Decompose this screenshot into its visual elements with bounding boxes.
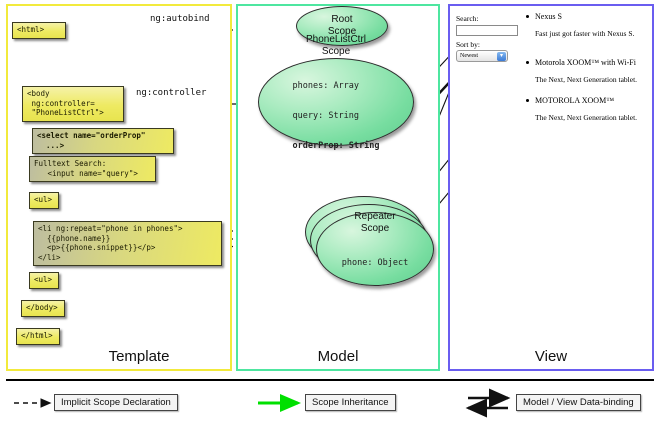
root-scope-title-line2: Scope <box>327 26 357 37</box>
code-box-ul-close: <ul> <box>29 272 59 289</box>
phonelistctrl-scope-node[interactable]: PhoneListCtrl Scope phones: Array query:… <box>258 34 414 151</box>
legend-item-data-binding: Model / View Data-binding <box>516 394 641 411</box>
phonelist-scope-prop-orderprop: orderProp: String <box>292 140 380 151</box>
bullet-icon <box>526 99 529 102</box>
list-item[interactable]: Motorola XOOM™ with Wi-Fi The Next, Next… <box>526 58 638 84</box>
model-column-label: Model <box>317 348 359 365</box>
search-input[interactable] <box>456 25 518 36</box>
list-item[interactable]: MOTOROLA XOOM™ The Next, Next Generation… <box>526 96 638 122</box>
bullet-icon <box>526 15 529 18</box>
repeater-scope-prop-phone: phone: Object <box>341 257 409 268</box>
repeater-scope-title-line2: Scope <box>360 222 390 234</box>
template-column-label: Template <box>108 348 170 365</box>
code-box-fulltext-search: Fulltext Search: <input name="query"> <box>29 156 156 182</box>
sort-by-selected-value: Newest <box>460 53 478 59</box>
phonelist-scope-prop-query: query: String <box>292 110 360 121</box>
edge-label-ng-controller: ng:controller <box>136 88 207 98</box>
repeater-scope-title-line1: Repeater <box>354 210 396 222</box>
code-box-body-open: <body ng:controller= "PhoneListCtrl"> <box>22 86 124 122</box>
view-column-label: View <box>534 348 568 365</box>
phone-snippet: Fast just got faster with Nexus S. <box>535 29 635 38</box>
phonelist-scope-title-line2: Scope <box>321 45 351 57</box>
list-item[interactable]: Nexus S Fast just got faster with Nexus … <box>526 12 635 38</box>
legend-divider <box>6 379 654 381</box>
sort-by-label: Sort by: <box>456 40 480 49</box>
root-scope-title-line1: Root <box>331 14 353 25</box>
code-box-html-close: </html> <box>16 328 60 345</box>
bullet-icon <box>526 61 529 64</box>
legend-item-scope-inheritance: Scope Inheritance <box>305 394 396 411</box>
legend-item-implicit-scope: Implicit Scope Declaration <box>54 394 178 411</box>
code-box-ul-open: <ul> <box>29 192 59 209</box>
sort-by-select[interactable]: Newest ▾ <box>456 50 508 62</box>
code-box-select: <select name="orderProp" ...> <box>32 128 174 154</box>
phone-snippet: The Next, Next Generation tablet. <box>535 113 638 122</box>
phonelist-scope-prop-phones: phones: Array <box>292 80 360 91</box>
root-scope-node[interactable]: Root Scope <box>296 6 388 46</box>
phone-name: Nexus S <box>526 12 634 21</box>
phone-name: Motorola XOOM™ with Wi-Fi <box>526 58 637 67</box>
edge-label-ng-autobind: ng:autobind <box>150 14 210 24</box>
code-box-body-close: </body> <box>21 300 65 317</box>
phone-name: MOTOROLA XOOM™ <box>526 96 637 105</box>
code-box-li-repeat: <li ng:repeat="phone in phones"> {{phone… <box>33 221 222 266</box>
repeater-scope-node[interactable]: Repeater Scope phone: Object <box>316 210 434 286</box>
phonelist-scope-title-line1: PhoneListCtrl <box>305 33 367 45</box>
phone-snippet: The Next, Next Generation tablet. <box>535 75 638 84</box>
chevron-down-icon[interactable]: ▾ <box>497 52 506 61</box>
code-box-html-open: <html> <box>12 22 66 39</box>
view-column: View <box>448 4 654 371</box>
search-label: Search: <box>456 14 479 23</box>
